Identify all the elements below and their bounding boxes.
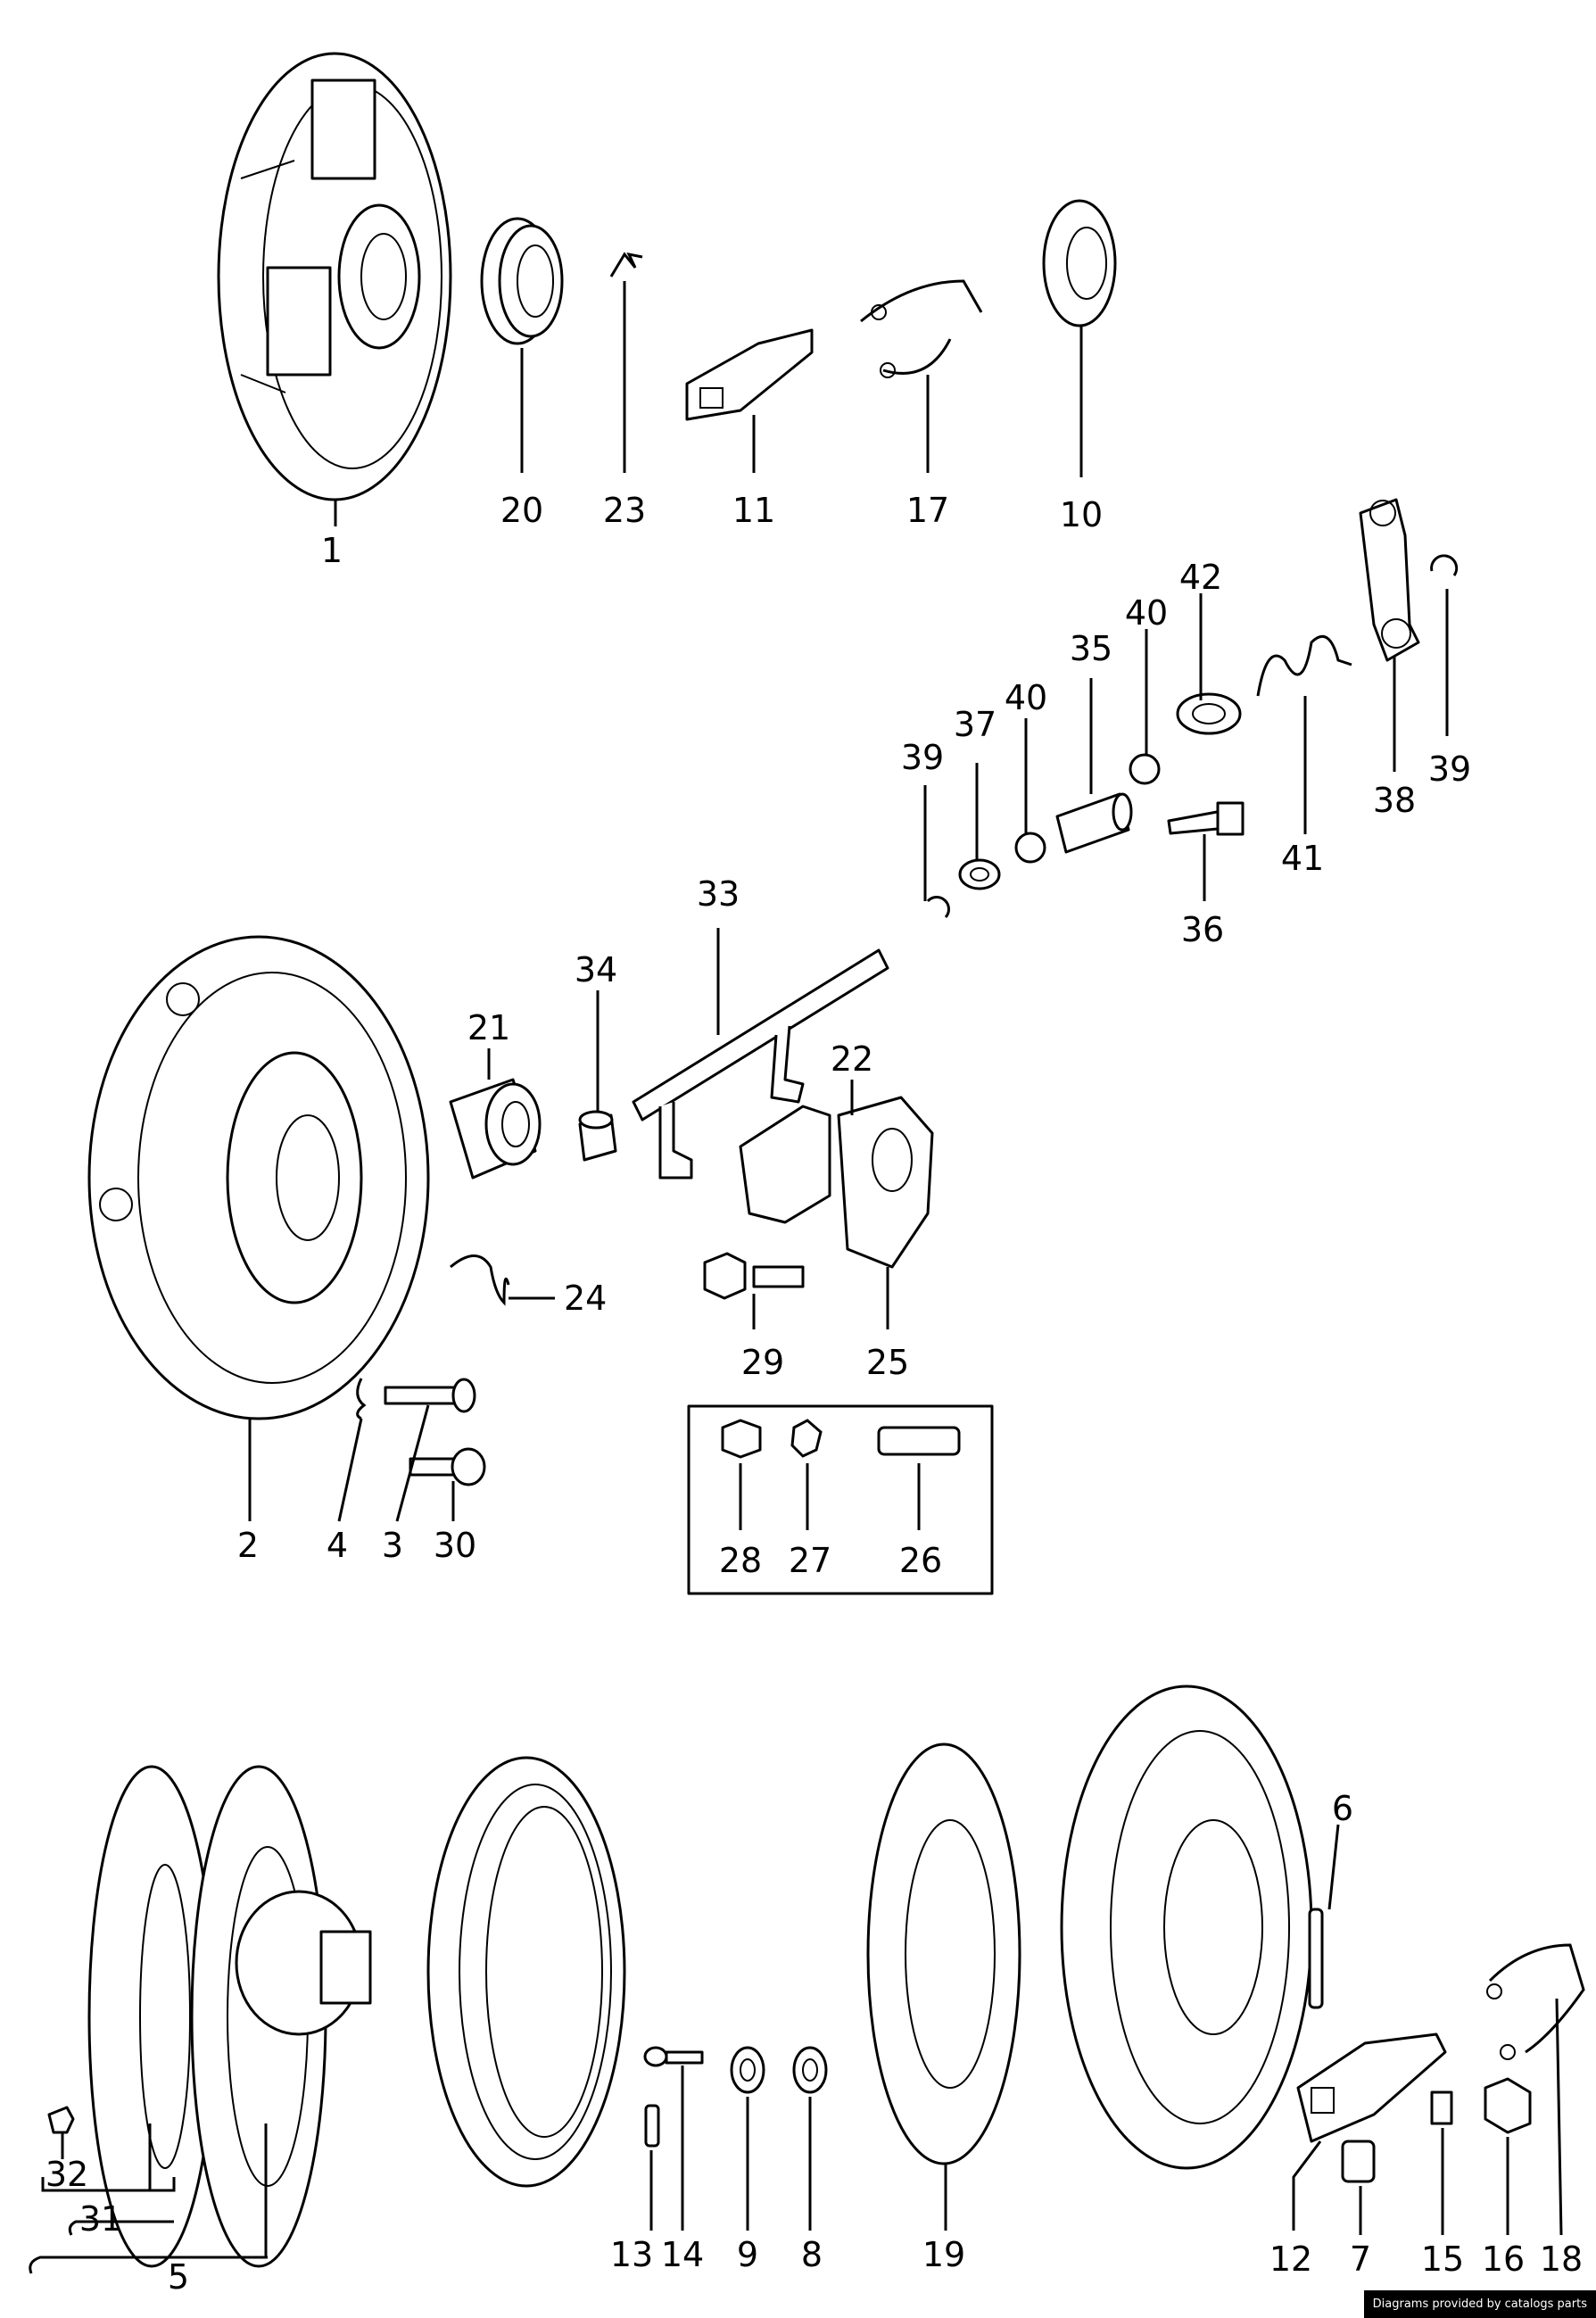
part-39-circlip-right	[1430, 554, 1459, 576]
part-14-eye-bolt	[643, 2046, 704, 2067]
callout-30: 30	[434, 1526, 476, 1565]
callout-10: 10	[1060, 495, 1103, 534]
part-1-clutch-pressure-plate	[217, 52, 452, 501]
callout-39-right: 39	[1428, 749, 1471, 789]
part-10-release-plate	[1042, 199, 1117, 327]
part-8-washer	[792, 2046, 828, 2094]
part-38-lever	[1359, 498, 1420, 662]
callout-32: 32	[45, 2155, 88, 2194]
top-row-leader-lines	[334, 281, 1083, 526]
part-4-lock-plate	[356, 1378, 367, 1420]
middle-leader-lines	[248, 589, 1449, 1530]
footer-credit: Diagrams provided by catalogs parts	[1363, 2290, 1596, 2318]
part-7-bush	[1341, 2140, 1376, 2183]
callout-24: 24	[564, 1279, 607, 1318]
callout-41: 41	[1281, 839, 1324, 878]
callout-40-lower: 40	[1005, 678, 1047, 717]
part-41-torsion-spring	[1256, 634, 1352, 697]
part-2-clutch-pressure-plate	[87, 935, 430, 1420]
part-32-rivet	[47, 2106, 75, 2134]
part-24-spring-clip	[450, 1254, 510, 1306]
callout-34: 34	[575, 950, 617, 989]
callout-22: 22	[831, 1039, 873, 1079]
bottom-leader-lines	[29, 1824, 1563, 2274]
callout-19: 19	[922, 2235, 965, 2274]
callout-14: 14	[661, 2235, 704, 2274]
part-33-release-shaft	[632, 948, 889, 1180]
part-clutch-cover-ring	[426, 1756, 626, 2188]
part-9-washer	[730, 2046, 765, 2094]
part-29-bolt	[703, 1252, 805, 1300]
callout-12: 12	[1269, 2239, 1312, 2279]
callout-4: 4	[327, 1526, 348, 1565]
callout-33: 33	[697, 874, 740, 914]
callout-1: 1	[321, 531, 343, 570]
part-39-circlip-left	[926, 896, 950, 919]
part-18-spring	[1486, 1943, 1585, 2060]
callout-39-left: 39	[901, 738, 944, 777]
part-21-release-bearing	[449, 1078, 542, 1180]
callout-25: 25	[866, 1343, 909, 1382]
callout-2: 2	[237, 1526, 259, 1565]
part-36-bolt	[1167, 801, 1245, 836]
callout-6: 6	[1332, 1789, 1353, 1828]
callout-16: 16	[1482, 2239, 1525, 2279]
callout-35: 35	[1070, 629, 1112, 668]
callout-11: 11	[732, 491, 775, 530]
callout-26: 26	[899, 1541, 942, 1580]
callout-7: 7	[1350, 2239, 1371, 2279]
part-3-bolt	[384, 1378, 476, 1413]
part-19-plate-spring	[866, 1743, 1021, 2165]
part-6-pin	[1308, 1908, 1324, 2009]
callout-42: 42	[1179, 558, 1222, 597]
callout-18: 18	[1540, 2239, 1583, 2279]
callout-28: 28	[719, 1541, 762, 1580]
part-22-guide-tube-housing	[739, 1096, 934, 1269]
callout-29: 29	[741, 1343, 784, 1382]
part-12-lever	[1296, 2032, 1447, 2143]
part-20-release-bearing	[480, 217, 564, 345]
callout-20: 20	[500, 491, 543, 530]
callout-3: 3	[382, 1526, 403, 1565]
callout-8: 8	[801, 2235, 823, 2274]
part-11-release-fork	[685, 328, 814, 421]
callout-17: 17	[906, 491, 949, 530]
callout-38: 38	[1373, 781, 1416, 820]
part-40-spacer-upper	[1129, 753, 1161, 785]
callout-15: 15	[1421, 2239, 1464, 2279]
part-40-spacer-lower	[1014, 832, 1046, 864]
callout-37: 37	[954, 705, 996, 744]
callout-31: 31	[79, 2199, 122, 2239]
callout-21: 21	[467, 1008, 510, 1047]
part-35-sleeve	[1055, 792, 1133, 854]
part-5-clutch-disc	[190, 1765, 372, 2268]
part-pressure-plate-bottom	[1060, 1685, 1313, 2170]
callout-40-upper: 40	[1125, 593, 1168, 633]
callout-13: 13	[610, 2235, 653, 2274]
kit-box	[687, 1404, 994, 1595]
callout-labels: 1 20 23 11 17 10 42 40 35 40 37 39 38 39…	[45, 491, 1583, 2297]
part-17-return-spring	[860, 279, 983, 378]
part-15-clip	[1430, 2090, 1453, 2125]
part-30-hex-socket-bolt	[409, 1447, 486, 1486]
callout-9: 9	[737, 2235, 758, 2274]
callout-27: 27	[789, 1541, 831, 1580]
callout-23: 23	[603, 491, 646, 530]
part-16-nut	[1484, 2077, 1532, 2134]
callout-36: 36	[1181, 910, 1224, 949]
part-23-retaining-clip	[609, 252, 643, 277]
part-42-bushing	[1176, 692, 1242, 735]
part-13-pin	[644, 2104, 660, 2148]
callout-5: 5	[168, 2257, 189, 2297]
part-37-washer	[958, 858, 1001, 890]
part-34-bush	[578, 1110, 617, 1162]
